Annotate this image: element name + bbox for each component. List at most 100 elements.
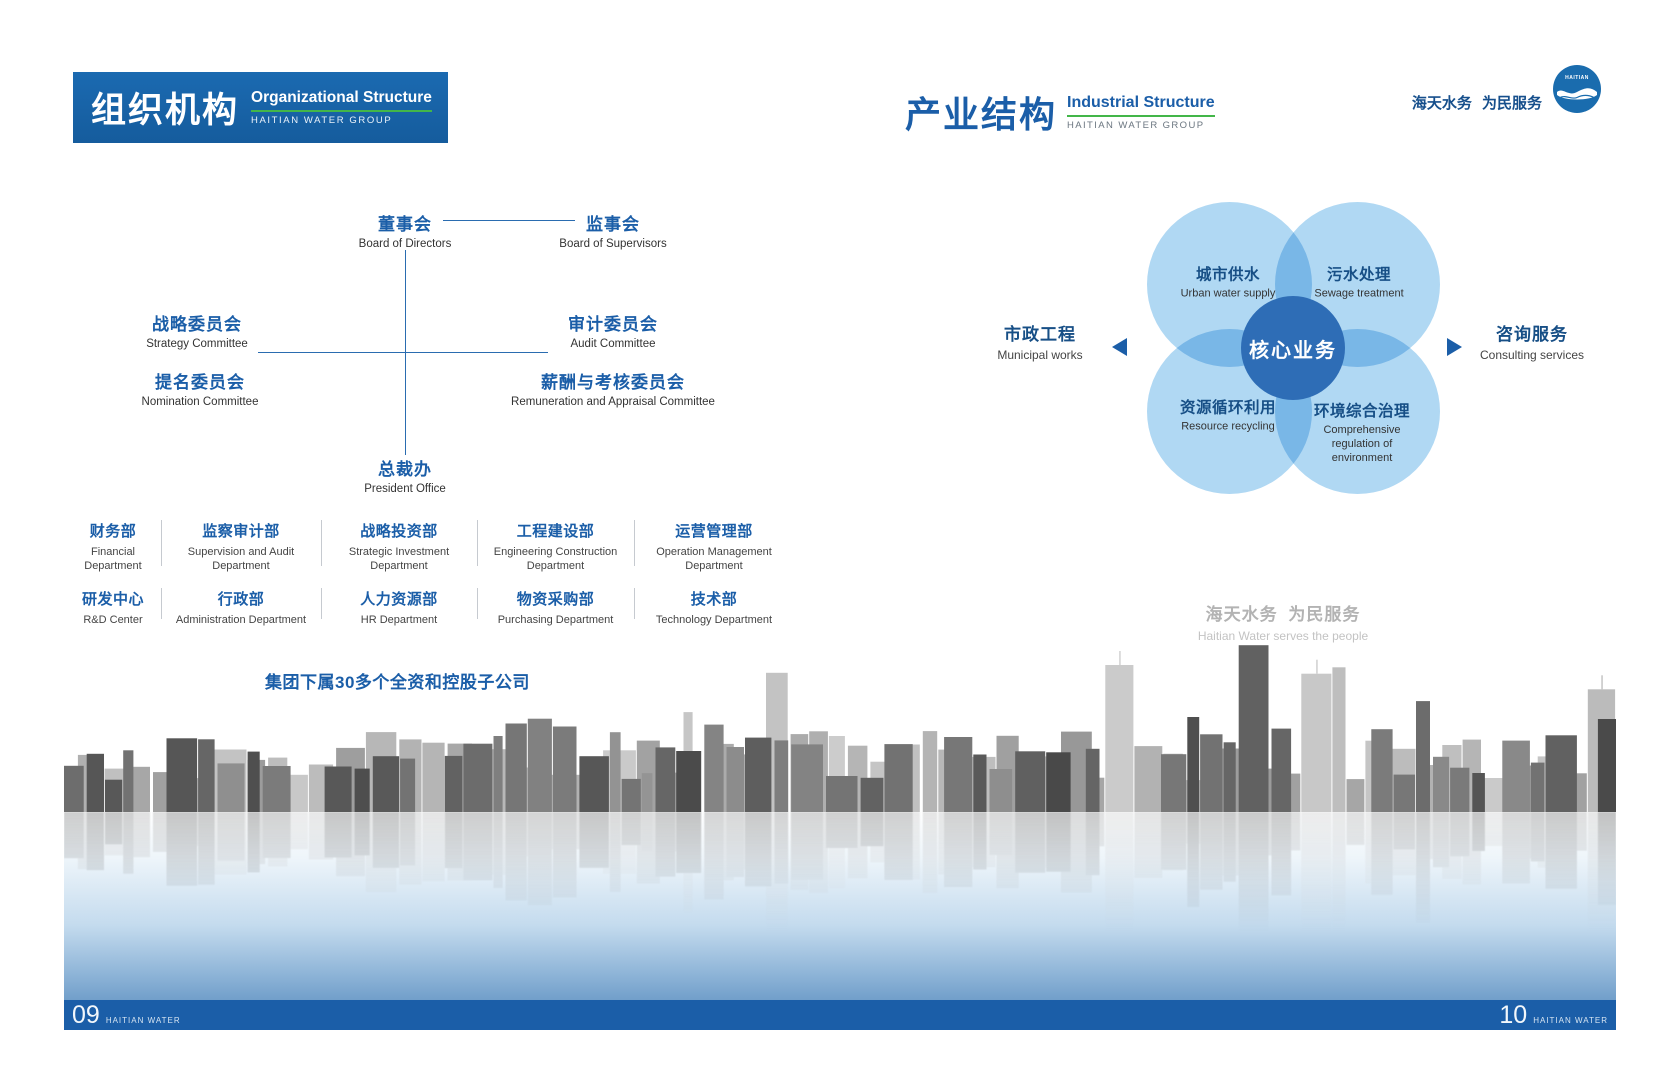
- side-node-cn: 市政工程: [1003, 325, 1076, 344]
- right-page-footer: 10 HAITIAN WATER: [1499, 1000, 1608, 1029]
- connector-right-committees: [406, 352, 548, 353]
- side-node-cn: 咨询服务: [1495, 325, 1568, 344]
- right-page-title-cn: 产业结构: [905, 94, 1058, 135]
- city-skyline-image: [64, 812, 1616, 962]
- venn-label-cn: 资源循环利用: [1179, 399, 1276, 417]
- watermark-en: Haitian Water serves the people: [1197, 629, 1369, 643]
- committee-en: Audit Committee: [570, 338, 656, 350]
- side-node-en: Consulting services: [1479, 348, 1585, 362]
- dept-cn: 研发中心: [81, 591, 144, 608]
- dept-engineering-construction: 工程建设部 Engineering Construction Departmen…: [477, 518, 634, 576]
- org-node-supervisors-en: Board of Supervisors: [559, 238, 667, 250]
- venn-label-recycling: 资源循环利用 Resource recycling: [1163, 396, 1293, 435]
- left-page-title-en: Organizational Structure: [251, 89, 432, 106]
- logo-text: HAITIAN: [1565, 75, 1589, 81]
- dept-supervision-audit: 监察审计部 Supervision and Audit Department: [161, 518, 321, 576]
- org-node-board-cn: 董事会: [378, 215, 432, 234]
- city-skyline-reflection: [64, 812, 1616, 962]
- dept-en: Administration Department: [175, 614, 307, 626]
- left-page-title-cn: 组织机构: [91, 91, 240, 130]
- dept-en: Financial Department: [84, 546, 142, 573]
- venn-label-sewage: 污水处理 Sewage treatment: [1294, 263, 1424, 302]
- venn-label-en: Sewage treatment: [1314, 287, 1404, 300]
- logo-wave-line-icon: [1559, 94, 1595, 99]
- dept-rd-center: 研发中心 R&D Center: [65, 586, 161, 629]
- left-page-group-label: HAITIAN WATER GROUP: [251, 115, 393, 126]
- dept-hr: 人力资源部 HR Department: [321, 586, 477, 629]
- left-page-number: 09: [72, 1000, 100, 1029]
- venn-label-cn: 城市供水: [1195, 266, 1260, 284]
- brand-slogan: 海天水务 为民服务: [1411, 95, 1542, 112]
- dept-en: R&D Center: [83, 614, 143, 626]
- dept-cn: 运营管理部: [675, 523, 753, 540]
- committee-cn: 提名委员会: [155, 373, 245, 392]
- venn-label-environment: 环境综合治理 Comprehensive regulation of envir…: [1312, 399, 1412, 465]
- venn-label-en: Resource recycling: [1181, 420, 1275, 433]
- arrow-left-icon: [1112, 338, 1127, 356]
- venn-label-en: Urban water supply: [1180, 287, 1276, 300]
- right-page-title-en-block: Industrial Structure HAITIAN WATER GROUP: [1067, 94, 1215, 131]
- dept-operation-management: 运营管理部 Operation Management Department: [634, 518, 794, 576]
- venn-label-urban-water: 城市供水 Urban water supply: [1163, 263, 1293, 302]
- industrial-structure-venn: 核心业务 城市供水 Urban water supply 污水处理 Sewage…: [1147, 202, 1440, 494]
- dept-purchasing: 物资采购部 Purchasing Department: [477, 586, 634, 629]
- connector-board-supervisors: [443, 220, 575, 221]
- venn-core-label: 核心业务: [1249, 339, 1337, 362]
- left-page-title-en-block: Organizational Structure HAITIAN WATER G…: [251, 89, 432, 126]
- venn-label-en: Comprehensive regulation of environment: [1323, 423, 1401, 464]
- venn-label-cn: 污水处理: [1326, 266, 1391, 284]
- dept-cn: 工程建设部: [516, 523, 595, 540]
- committee-cn: 审计委员会: [568, 315, 658, 334]
- dept-cn: 战略投资部: [360, 523, 438, 540]
- dept-en: Strategic Investment Department: [348, 546, 450, 573]
- right-page-group-label: HAITIAN WATER GROUP: [1067, 119, 1205, 131]
- haitian-logo: HAITIAN: [1553, 65, 1601, 113]
- dept-cn: 物资采购部: [516, 591, 595, 608]
- side-node-consulting-services: 咨询服务 Consulting services: [1480, 320, 1584, 362]
- committee-en: Strategy Committee: [146, 338, 248, 350]
- green-accent-line: [1067, 114, 1215, 117]
- connector-left-committees: [258, 352, 405, 353]
- footer-bar: 09 HAITIAN WATER 10 HAITIAN WATER: [64, 1000, 1616, 1030]
- connector-trunk: [405, 250, 406, 455]
- dept-cn: 人力资源部: [360, 591, 438, 608]
- dept-en: Technology Department: [655, 614, 773, 626]
- committee-cn: 战略委员会: [152, 315, 242, 334]
- subsidiaries-note: 集团下属30多个全资和控股子公司: [265, 673, 530, 692]
- venn-core-circle: 核心业务: [1241, 296, 1345, 400]
- dept-cn: 技术部: [690, 591, 738, 608]
- right-page-title-en: Industrial Structure: [1067, 93, 1215, 111]
- departments-row-1: 财务部 Financial Department 监察审计部 Supervisi…: [65, 518, 794, 576]
- watermark-slogan: 海天水务 为民服务 Haitian Water serves the peopl…: [1198, 600, 1368, 643]
- dept-strategic-investment: 战略投资部 Strategic Investment Department: [321, 518, 477, 576]
- org-node-nomination-committee: 提名委员会 Nomination Committee: [142, 368, 259, 408]
- org-node-board: 董事会 Board of Directors: [359, 210, 452, 250]
- right-page-header: 产业结构 Industrial Structure HAITIAN WATER …: [905, 86, 1215, 138]
- dept-en: Operation Management Department: [656, 546, 772, 573]
- committee-en: Nomination Committee: [141, 396, 259, 408]
- right-page-number: 10: [1499, 1000, 1528, 1029]
- side-node-municipal-works: 市政工程 Municipal works: [997, 320, 1082, 362]
- city-skyline-image: [64, 645, 1616, 812]
- logo-circle: [1553, 65, 1601, 113]
- dept-en: Supervision and Audit Department: [187, 546, 295, 573]
- president-cn: 总裁办: [377, 460, 432, 479]
- dept-cn: 财务部: [89, 523, 137, 540]
- org-node-strategy-committee: 战略委员会 Strategy Committee: [146, 310, 248, 350]
- committee-cn: 薪酬与考核委员会: [540, 373, 685, 392]
- org-node-supervisors: 监事会 Board of Supervisors: [559, 210, 666, 250]
- watermark-cn: 海天水务 为民服务: [1205, 605, 1361, 624]
- dept-financial: 财务部 Financial Department: [65, 518, 161, 576]
- green-accent-line: [251, 110, 432, 112]
- arrow-right-icon: [1447, 338, 1462, 356]
- org-node-supervisors-cn: 监事会: [585, 215, 640, 234]
- committee-en: Remuneration and Appraisal Committee: [511, 396, 715, 408]
- dept-en: Engineering Construction Department: [493, 546, 618, 573]
- dept-en: HR Department: [360, 614, 438, 626]
- org-node-president-office: 总裁办 President Office: [364, 455, 446, 495]
- org-node-audit-committee: 审计委员会 Audit Committee: [568, 310, 658, 350]
- dept-en: Purchasing Department: [497, 614, 614, 626]
- president-en: President Office: [364, 483, 446, 495]
- dept-cn: 监察审计部: [202, 523, 280, 540]
